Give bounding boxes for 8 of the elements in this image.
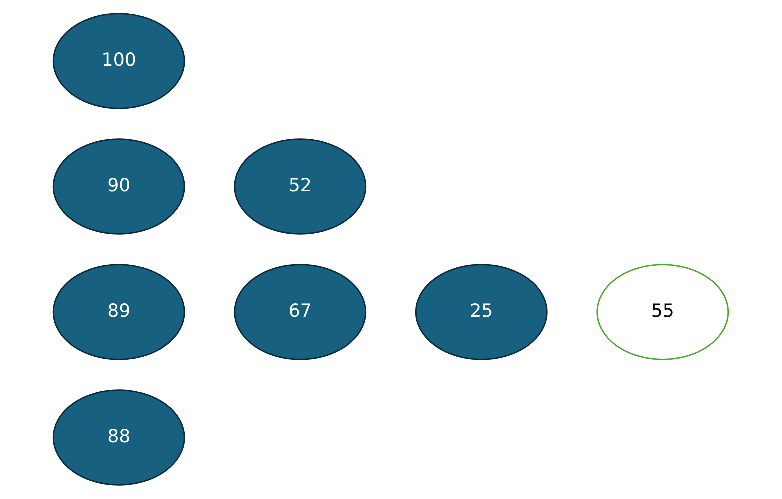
node-ellipse: 67 xyxy=(234,264,367,360)
node-ellipse: 90 xyxy=(52,138,186,235)
node-ellipse: 55 xyxy=(596,264,730,360)
node-ellipse: 100 xyxy=(52,13,186,110)
node-ellipse: 25 xyxy=(415,264,548,360)
node-ellipse: 88 xyxy=(52,390,186,486)
node-ellipse: 89 xyxy=(52,264,186,360)
node-ellipse: 52 xyxy=(234,138,367,235)
